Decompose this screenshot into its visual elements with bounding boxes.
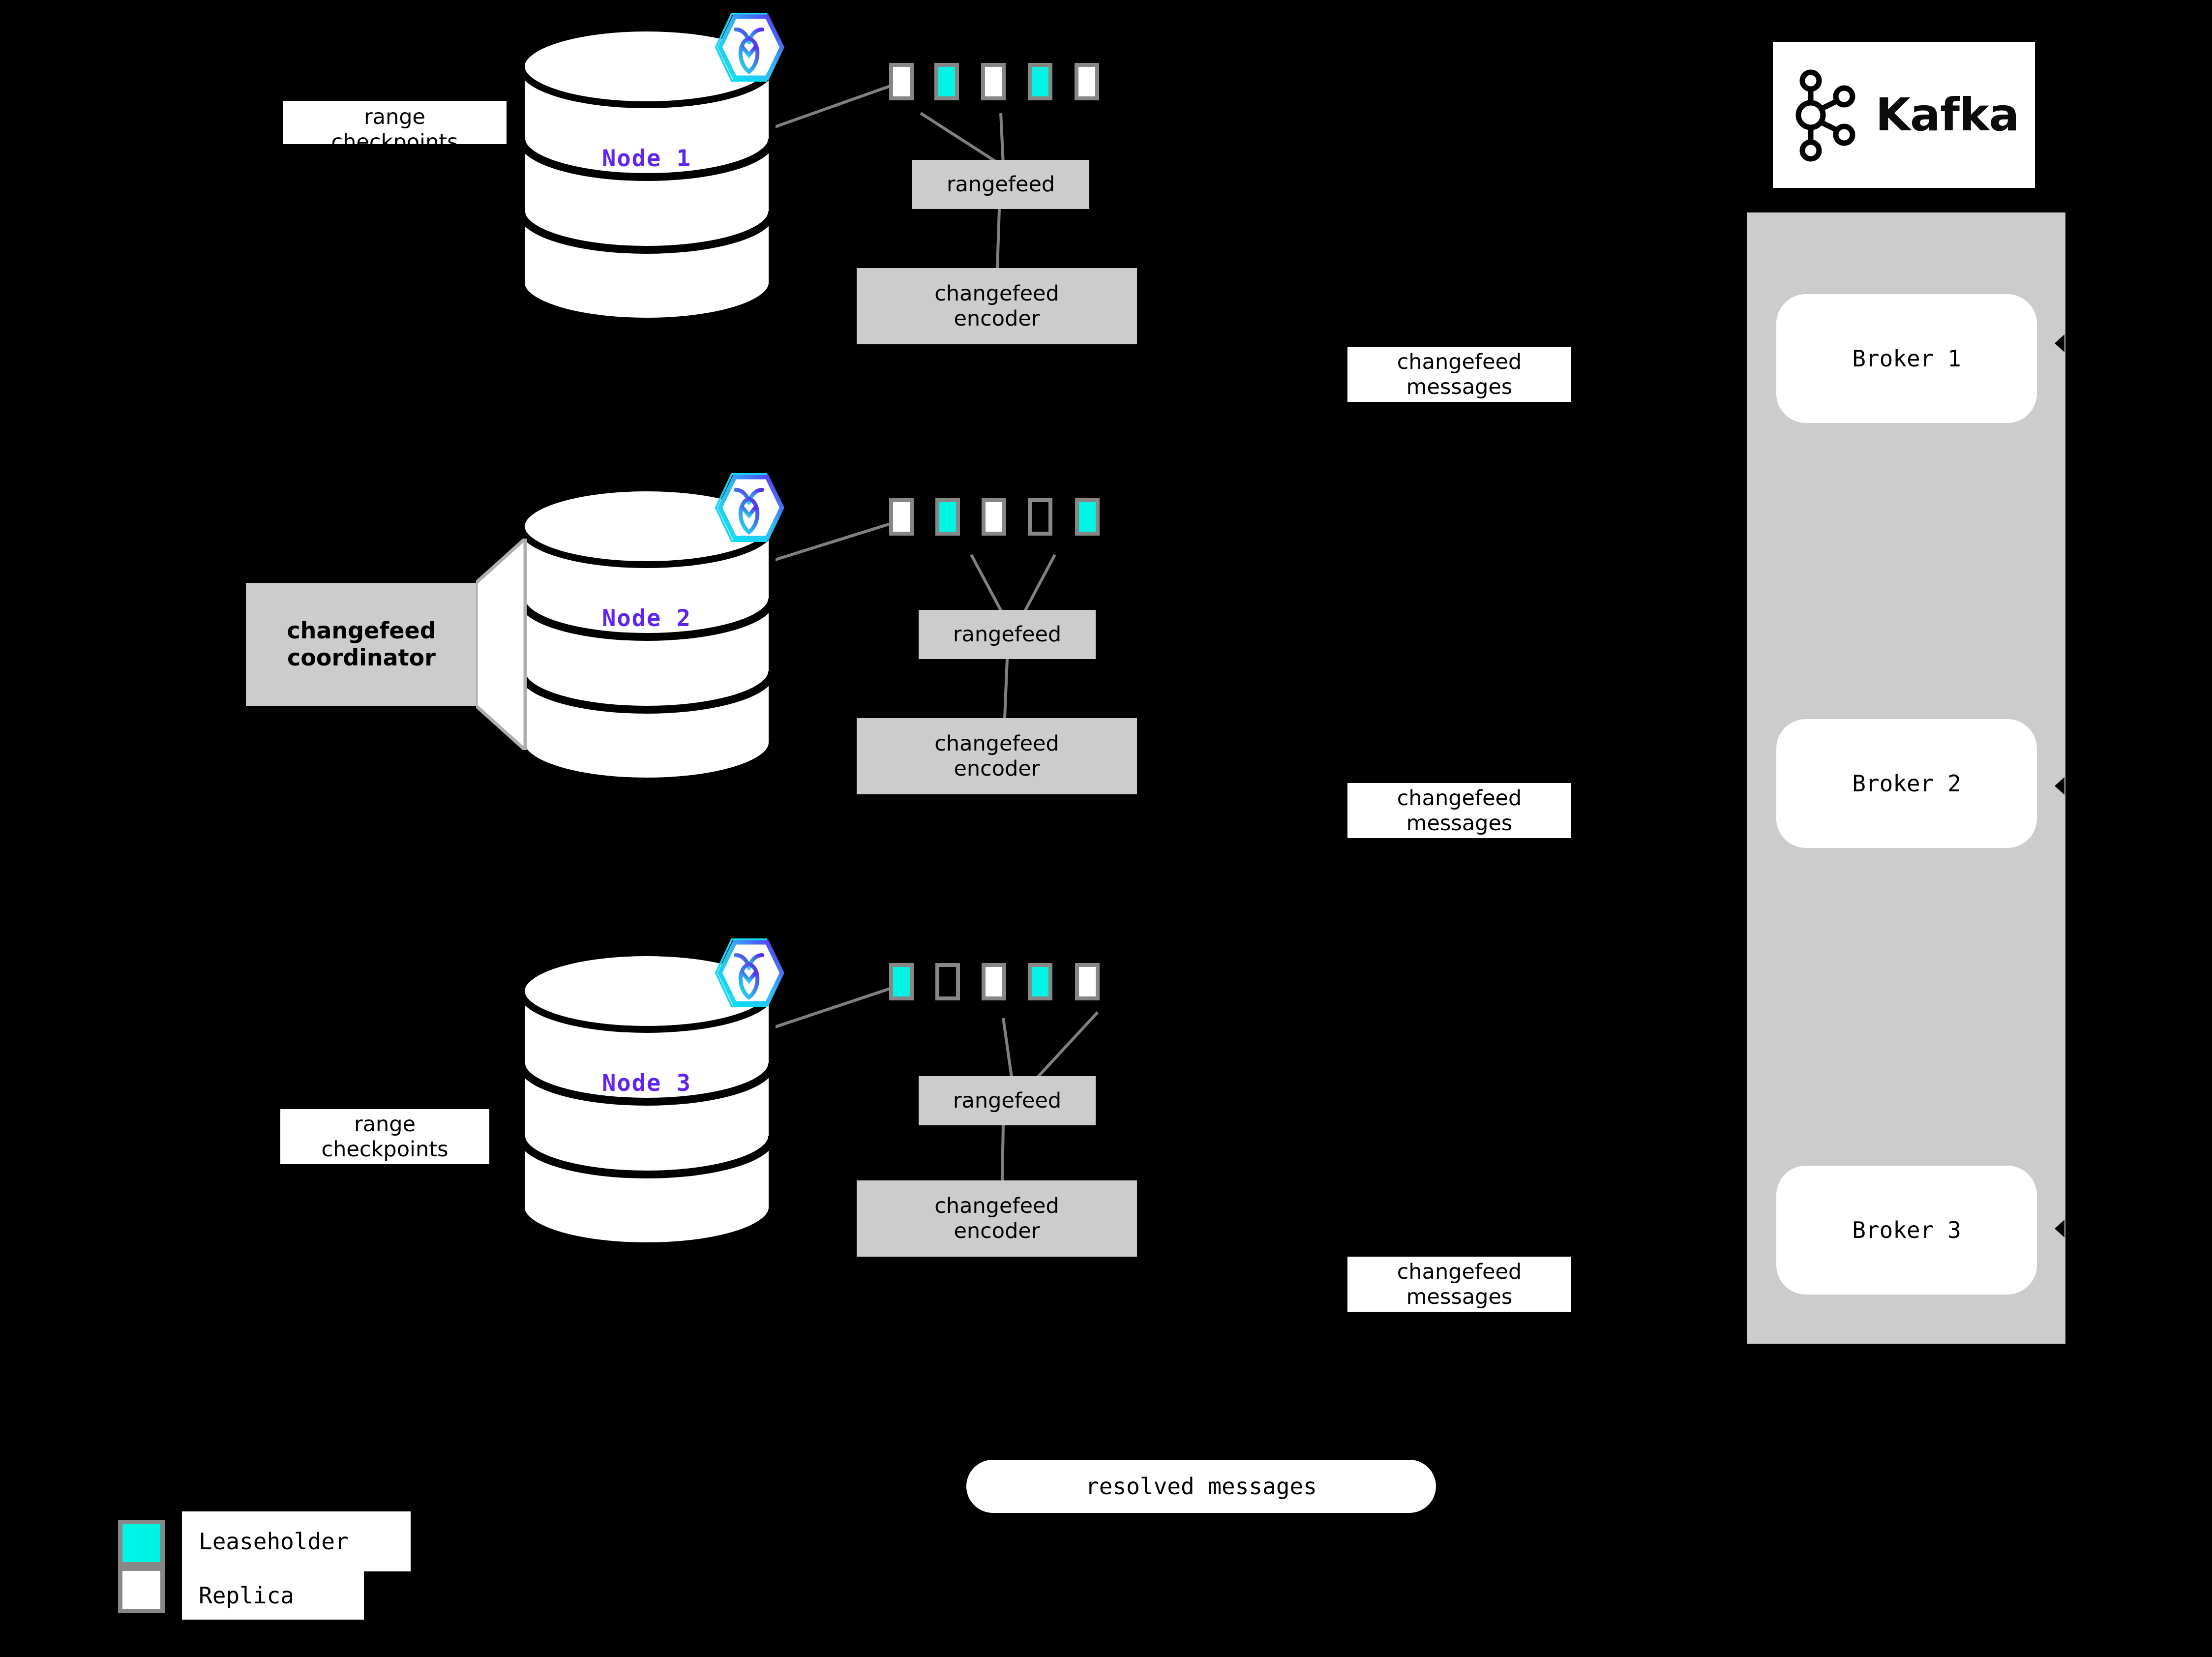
node-2-replica-3[interactable] [982,498,1006,536]
legend-label-replica: Replica [182,1571,364,1620]
encoder-line-1: changefeed [934,731,1059,756]
node-2-label: Node 2 [602,605,691,632]
node-3-replica-1[interactable] [889,963,914,1000]
node-1-range-checkpoints-label: range checkpoints [283,101,507,154]
node-2-replica-1[interactable] [889,498,914,536]
legend-swatch-replica [118,1567,165,1613]
node-3-replica-3[interactable] [982,963,1006,1000]
node-1-rangefeed-box[interactable]: rangefeed [912,160,1089,209]
encoder-line-1: changefeed [934,1193,1059,1218]
node-1-cylinder: Node 1 [516,25,777,325]
node-1-replica-2[interactable] [934,63,959,100]
node-2-changefeed-encoder-box[interactable]: changefeed encoder [857,718,1137,794]
broker-3[interactable]: Broker 3 [1776,1166,2037,1295]
node-3-replica-2[interactable] [935,963,960,1000]
node-1-replica-4[interactable] [1028,63,1052,100]
cockroachdb-hexagon-icon [712,468,786,547]
kafka-nodes-icon [1795,69,1855,161]
encoder-line-1: changefeed [934,281,1059,306]
kafka-wordmark: Kafka [1875,89,2020,141]
node-1-changefeed-encoder-box[interactable]: changefeed encoder [857,268,1137,344]
node-3-rangefeed-box[interactable]: rangefeed [919,1076,1096,1125]
changefeed-messages-label-1: changefeed messages [1347,347,1571,402]
coordinator-line-1: changefeed [287,617,436,644]
legend-label-leaseholder: Leaseholder [182,1511,411,1571]
cockroachdb-hexagon-icon [712,934,786,1012]
coordinator-line-2: coordinator [287,644,436,671]
node-2-replica-4[interactable] [1028,498,1052,536]
node-1-replica-1[interactable] [889,63,914,100]
node-3-changefeed-encoder-box[interactable]: changefeed encoder [857,1180,1137,1257]
changefeed-messages-label-2: changefeed messages [1347,783,1571,838]
node-3-label: Node 3 [602,1070,691,1097]
legend-swatch-leaseholder [118,1520,165,1567]
node-2-rangefeed-box[interactable]: rangefeed [919,610,1096,659]
encoder-line-2: encoder [954,306,1040,331]
node-1-replica-5[interactable] [1075,63,1099,100]
broker-1[interactable]: Broker 1 [1776,294,2037,423]
node-3-replica-5[interactable] [1075,963,1100,1000]
resolved-messages-pill[interactable]: resolved messages [966,1460,1436,1513]
broker-2[interactable]: Broker 2 [1776,719,2037,848]
node-3-cylinder: Node 3 [516,949,777,1249]
node-1-label: Node 1 [602,145,691,172]
encoder-line-2: encoder [954,1218,1040,1243]
node-2-replica-2[interactable] [935,498,960,536]
changefeed-coordinator-box[interactable]: changefeed coordinator [246,583,477,706]
node-2-replica-5[interactable] [1075,498,1100,536]
changefeed-messages-label-3: changefeed messages [1347,1257,1571,1312]
encoder-line-2: encoder [954,756,1040,781]
node-2-cylinder: Node 2 [516,484,777,784]
coordinator-wedge [476,539,527,750]
cockroachdb-hexagon-icon [712,8,786,87]
node-3-range-checkpoints-label: range checkpoints [280,1109,489,1164]
node-3-replica-4[interactable] [1028,963,1052,1000]
node-1-replica-3[interactable] [981,63,1006,100]
kafka-logo: Kafka [1773,42,2035,188]
